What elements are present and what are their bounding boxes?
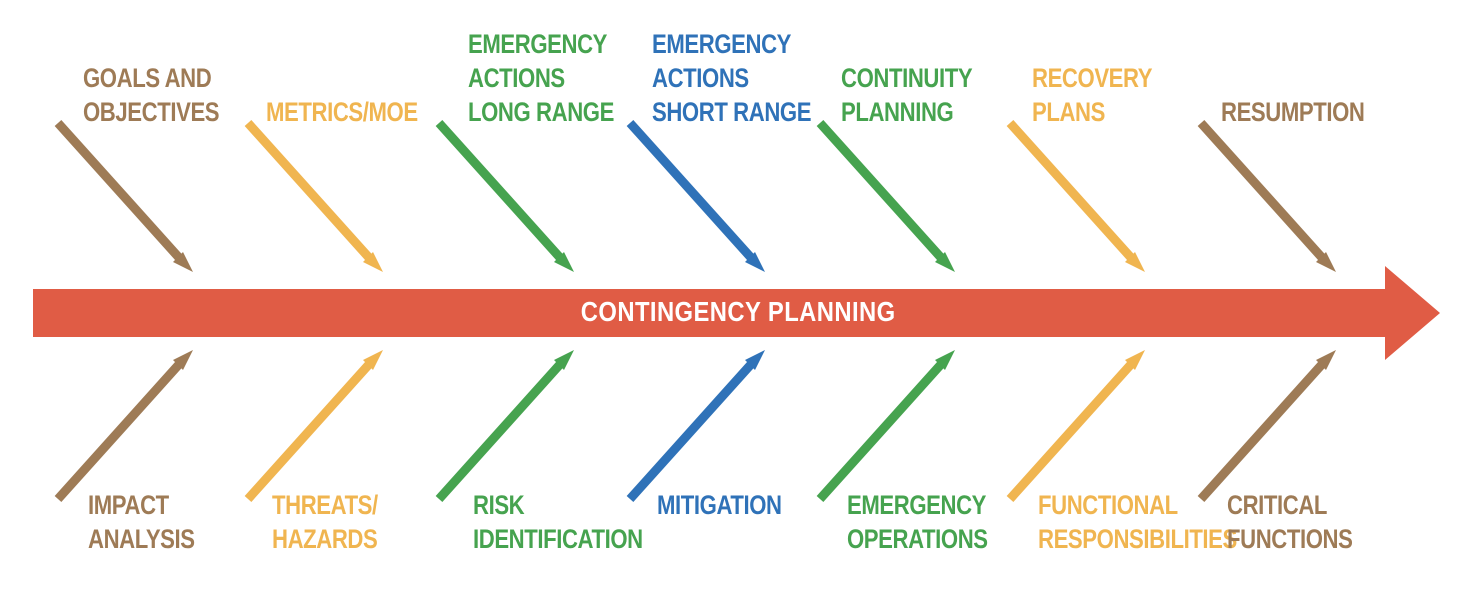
top-label-metrics-moe: METRICS/MOE — [266, 97, 418, 127]
spine-arrow — [33, 266, 1440, 360]
top-branch-arrow-6 — [1006, 119, 1145, 272]
bottom-branch-arrow-3 — [435, 350, 574, 503]
bottom-branch-arrow-5 — [816, 350, 955, 503]
bottom-label-mitigation: MITIGATION — [657, 490, 782, 520]
bottom-branch-arrow-1 — [54, 350, 193, 503]
top-branch-arrow-4 — [626, 119, 765, 272]
top-label-resumption: RESUMPTION — [1221, 97, 1365, 127]
top-branch-arrow-2 — [244, 119, 383, 272]
top-branch-arrow-7 — [1197, 119, 1336, 272]
top-label-continuity-planning: CONTINUITY PLANNING — [841, 63, 973, 127]
top-label-recovery-plans: RECOVERY PLANS — [1032, 63, 1153, 127]
top-branch-arrow-5 — [816, 119, 955, 272]
bottom-label-emergency-operations: EMERGENCY OPERATIONS — [847, 490, 988, 554]
top-branch-arrow-1 — [54, 119, 193, 272]
bottom-label-threats-hazards: THREATS/ HAZARDS — [272, 490, 378, 554]
bottom-branch-arrow-7 — [1197, 350, 1336, 503]
bottom-branch-arrow-6 — [1006, 350, 1145, 503]
top-label-emergency-actions-long-range: EMERGENCY ACTIONS LONG RANGE — [468, 29, 614, 127]
bottom-branch-arrow-2 — [244, 350, 383, 503]
top-branch-arrow-3 — [435, 119, 574, 272]
spine-label: CONTINGENCY PLANNING — [0, 295, 1476, 329]
bottom-label-risk-identification: RISK IDENTIFICATION — [473, 490, 643, 554]
bottom-branch-arrow-4 — [626, 350, 765, 503]
top-label-emergency-actions-short-range: EMERGENCY ACTIONS SHORT RANGE — [652, 29, 812, 127]
bottom-label-functional-responsibilities: FUNCTIONAL RESPONSIBILITIES — [1038, 490, 1237, 554]
bottom-label-impact-analysis: IMPACT ANALYSIS — [88, 490, 195, 554]
spine-label-text: CONTINGENCY PLANNING — [580, 296, 896, 327]
top-label-goals-and-objectives: GOALS AND OBJECTIVES — [83, 63, 220, 127]
bottom-label-critical-functions: CRITICAL FUNCTIONS — [1227, 490, 1353, 554]
